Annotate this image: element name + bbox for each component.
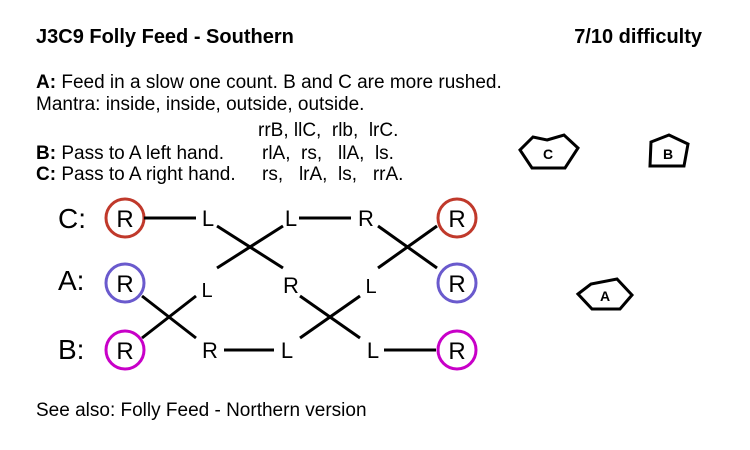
connection-lines (141, 216, 438, 352)
formation-marker-b: B (648, 133, 690, 168)
formation-label-c: C (543, 146, 553, 162)
juggler-c-pattern: rs, lrA, ls, rrA. (262, 164, 404, 185)
row-label-c: C: (58, 203, 86, 234)
juggler-c-text: Pass to A right hand. (56, 164, 236, 185)
juggler-b-label: B: (36, 143, 57, 164)
formation-marker-a: A (575, 277, 635, 311)
end-circle-c (436, 197, 478, 239)
start-hand-b: R (116, 338, 133, 365)
end-hand-a: R (448, 271, 465, 298)
juggler-a-text: Feed in a slow one count. B and C are mo… (56, 72, 502, 93)
cross-ab-2-b (299, 294, 361, 340)
cross-ca-2-b (377, 224, 438, 270)
hand-label-a-1: L (201, 280, 212, 302)
hand-label-a-3: L (365, 276, 376, 298)
hand-label-b-2: L (281, 338, 293, 363)
juggler-a-label: A: (36, 72, 57, 93)
cross-ca-1-b (216, 224, 284, 270)
juggler-b-pattern: rlA, rs, llA, ls. (262, 143, 394, 164)
hand-label-b-1: R (202, 338, 218, 363)
juggler-b-text: Pass to A left hand. (56, 143, 225, 164)
formation-marker-c: C (518, 133, 580, 170)
juggler-c-description: C: Pass to A right hand. (36, 164, 236, 186)
row-label-b: B: (58, 334, 84, 365)
end-circle-a (436, 262, 478, 304)
difficulty-label: 7/10 difficulty (574, 26, 702, 48)
hand-label-b-3: L (367, 338, 379, 363)
hand-label-c-3: R (358, 206, 374, 231)
cross-ab-1-b (141, 294, 197, 340)
start-circle-b (104, 329, 146, 371)
juggler-a-description: A: Feed in a slow one count. B and C are… (36, 72, 502, 94)
pattern-header-row: rrB, llC, rlb, lrC. (258, 120, 399, 141)
formation-label-a: A (600, 288, 610, 304)
start-hand-a: R (116, 271, 133, 298)
hand-label-a-2: R (283, 273, 299, 298)
juggler-c-label: C: (36, 164, 57, 185)
see-also-note: See also: Folly Feed - Northern version (36, 400, 367, 421)
row-label-a: A: (58, 265, 84, 296)
start-circle-a (104, 262, 146, 304)
formation-label-b: B (663, 146, 673, 162)
end-hand-b: R (448, 338, 465, 365)
mantra-text: Mantra: inside, inside, outside, outside… (36, 94, 365, 115)
start-hand-c: R (116, 206, 133, 233)
end-circle-b (436, 329, 478, 371)
hand-label-c-1: L (202, 206, 214, 231)
hand-label-c-2: L (285, 206, 297, 231)
page-title: J3C9 Folly Feed - Southern (36, 26, 294, 48)
end-hand-c: R (448, 206, 465, 233)
juggler-b-description: B: Pass to A left hand. (36, 143, 224, 165)
